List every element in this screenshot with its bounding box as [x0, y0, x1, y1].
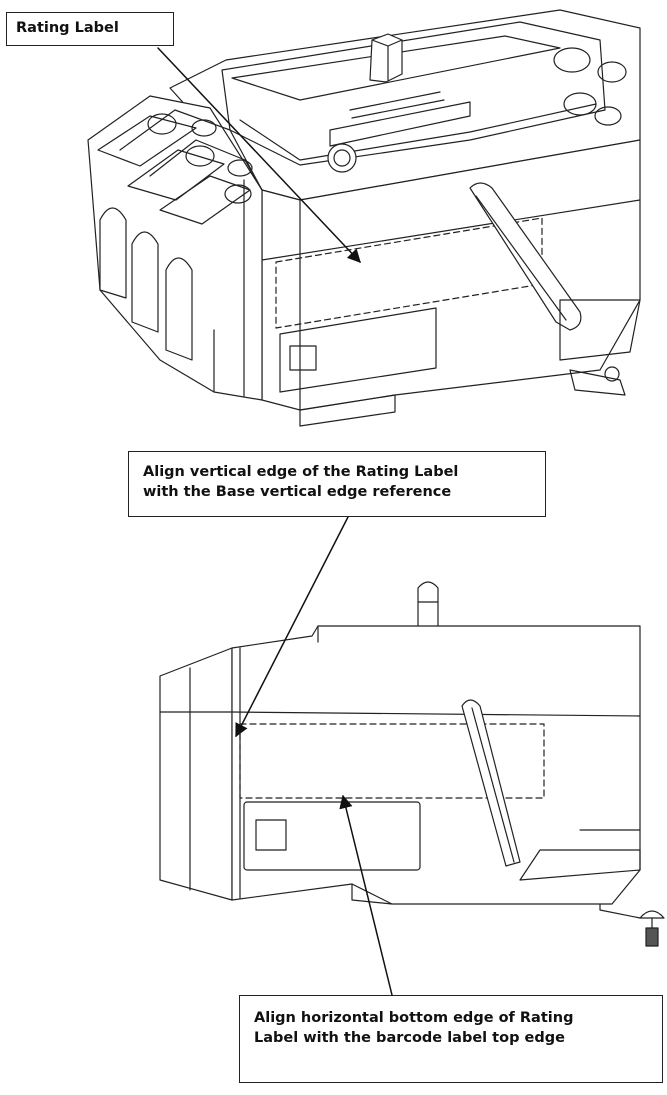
side-rating-label-area: [239, 723, 545, 799]
callout-align-horizontal: Align horizontal bottom edge of Rating L…: [239, 995, 663, 1083]
side-lifting-tube: [461, 699, 521, 867]
callout-align-horizontal-line1: Align horizontal bottom edge of Rating: [254, 1010, 574, 1026]
side-barcode-square: [255, 819, 287, 851]
horizontal-edge-leader: [339, 794, 393, 996]
trip-dial: [327, 143, 357, 173]
callout-align-vertical: Align vertical edge of the Rating Label …: [128, 451, 546, 517]
breaker-front-face: [261, 139, 641, 411]
callout-align-vertical-line1: Align vertical edge of the Rating Label: [143, 464, 459, 480]
barcode-square: [289, 345, 317, 371]
lifting-tube: [469, 182, 582, 331]
side-terminal: [159, 647, 233, 901]
barcode-label: [279, 307, 437, 393]
side-barcode-label: [243, 801, 421, 871]
vertical-edge-leader: [235, 516, 349, 738]
top-pin: [417, 581, 439, 627]
breaker-side-view: [159, 581, 665, 947]
rating-label-leader: [157, 47, 361, 263]
callout-align-vertical-line2: with the Base vertical edge reference: [143, 484, 452, 500]
callout-rating-label: Rating Label: [6, 12, 174, 46]
callout-rating-label-text: Rating Label: [16, 20, 119, 36]
callout-align-horizontal-line2: Label with the barcode label top edge: [254, 1030, 565, 1046]
side-body: [231, 625, 641, 905]
breaker-isometric-view: [87, 9, 641, 427]
mounting-screw: [639, 910, 665, 947]
terminal-blocks: [87, 95, 263, 401]
